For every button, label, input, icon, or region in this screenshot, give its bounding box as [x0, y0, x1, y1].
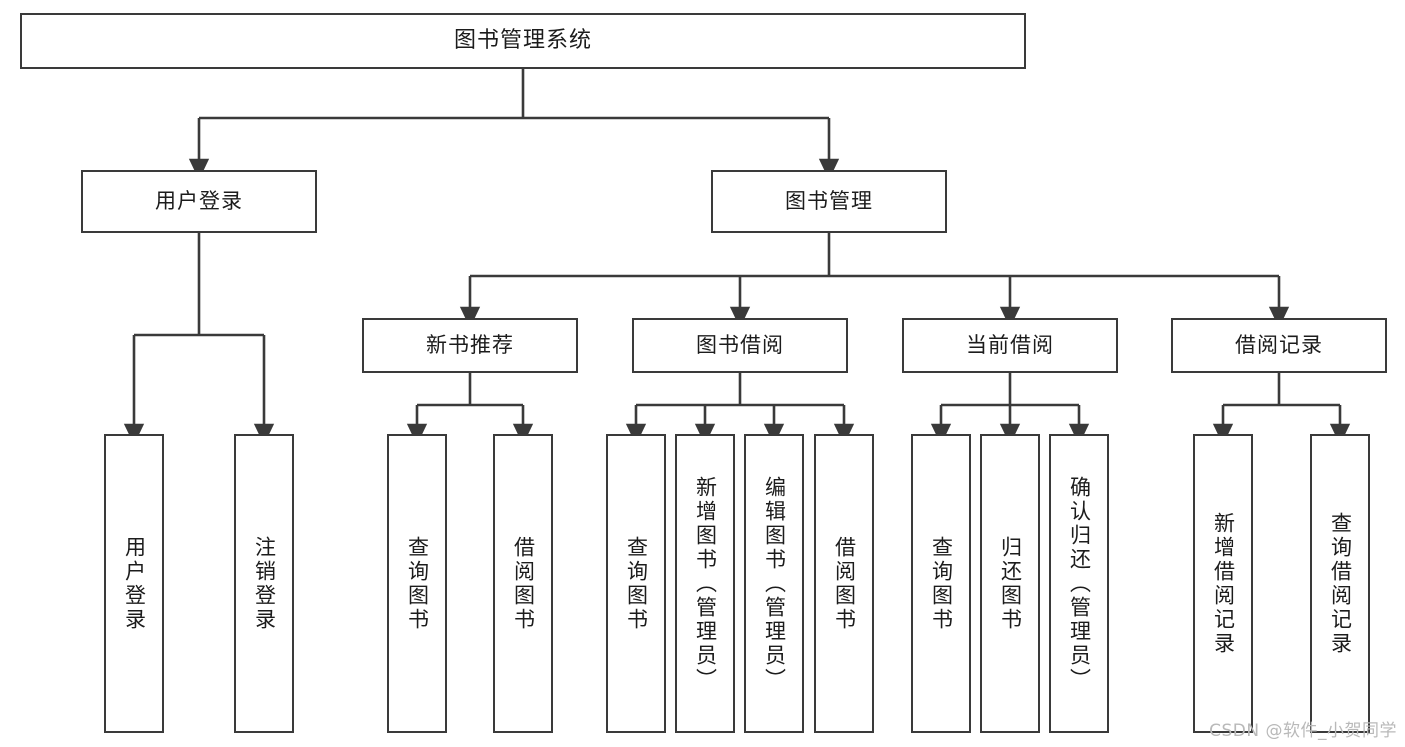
leaf-user-login[interactable]: 用户登录 — [104, 434, 164, 733]
node-root-system-label: 图书管理系统 — [453, 27, 592, 53]
node-book-manage[interactable]: 图书管理 — [711, 170, 947, 233]
leaf-add-book[interactable]: 新增图书（管理员） — [675, 434, 735, 733]
leaf-logout-login[interactable]: 注销登录 — [234, 434, 294, 733]
csdn-watermark: CSDN @软件_小贺同学 — [1209, 721, 1397, 741]
leaf-return-book-label: 归还图书 — [998, 535, 1023, 632]
leaf-borrow-book-2[interactable]: 借阅图书 — [814, 434, 874, 733]
leaf-query-book-1[interactable]: 查询图书 — [387, 434, 447, 733]
node-borrow-record[interactable]: 借阅记录 — [1171, 318, 1387, 373]
leaf-query-record[interactable]: 查询借阅记录 — [1310, 434, 1370, 733]
node-user-login[interactable]: 用户登录 — [81, 170, 317, 233]
node-current-borrow[interactable]: 当前借阅 — [902, 318, 1118, 373]
leaf-query-book-2-label: 查询图书 — [624, 535, 649, 632]
node-root-system[interactable]: 图书管理系统 — [20, 13, 1026, 69]
node-borrow-record-label: 借阅记录 — [1235, 332, 1323, 357]
leaf-confirm-return[interactable]: 确认归还（管理员） — [1049, 434, 1109, 733]
leaf-borrow-book-1[interactable]: 借阅图书 — [493, 434, 553, 733]
leaf-add-record-label: 新增借阅记录 — [1211, 511, 1236, 656]
node-user-login-label: 用户登录 — [155, 188, 243, 213]
leaf-borrow-book-1-label: 借阅图书 — [511, 535, 536, 632]
node-book-borrow-label: 图书借阅 — [696, 332, 784, 357]
leaf-add-record[interactable]: 新增借阅记录 — [1193, 434, 1253, 733]
node-new-book-recommend[interactable]: 新书推荐 — [362, 318, 578, 373]
leaf-user-login-label: 用户登录 — [122, 535, 147, 632]
leaf-query-book-3[interactable]: 查询图书 — [911, 434, 971, 733]
leaf-edit-book[interactable]: 编辑图书（管理员） — [744, 434, 804, 733]
leaf-query-book-1-label: 查询图书 — [405, 535, 430, 632]
node-book-borrow[interactable]: 图书借阅 — [632, 318, 848, 373]
node-current-borrow-label: 当前借阅 — [966, 332, 1054, 357]
leaf-query-book-3-label: 查询图书 — [929, 535, 954, 632]
leaf-edit-book-label: 编辑图书（管理员） — [762, 475, 787, 692]
leaf-query-record-label: 查询借阅记录 — [1328, 511, 1353, 656]
leaf-add-book-label: 新增图书（管理员） — [693, 475, 718, 692]
node-book-manage-label: 图书管理 — [785, 188, 873, 213]
leaf-return-book[interactable]: 归还图书 — [980, 434, 1040, 733]
leaf-query-book-2[interactable]: 查询图书 — [606, 434, 666, 733]
leaf-logout-login-label: 注销登录 — [252, 535, 277, 632]
node-new-book-recommend-label: 新书推荐 — [426, 332, 514, 357]
leaf-borrow-book-2-label: 借阅图书 — [832, 535, 857, 632]
leaf-confirm-return-label: 确认归还（管理员） — [1067, 475, 1092, 692]
